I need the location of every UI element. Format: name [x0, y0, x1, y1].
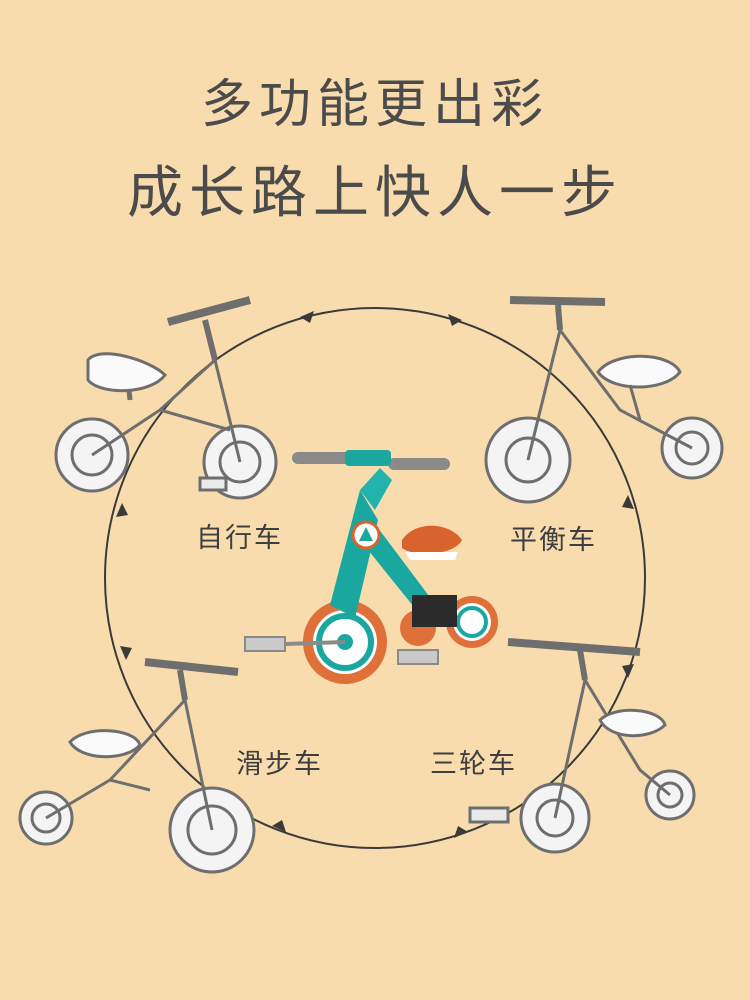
sketch-bike-bicycle	[54, 296, 278, 500]
sketch-bike-tricycle	[468, 638, 696, 854]
sketch-bike-push	[18, 658, 256, 874]
mode-label-balance-bike: 平衡车	[510, 525, 597, 556]
mode-label-tricycle: 三轮车	[430, 749, 517, 780]
center-bike	[244, 450, 498, 684]
headline-line-1: 多功能更出彩	[200, 75, 549, 135]
cycle-circle	[104, 307, 646, 849]
sketch-bike-balance	[484, 296, 724, 504]
headline-line-2: 成长路上快人一步	[127, 161, 623, 226]
mode-label-bicycle: 自行车	[196, 523, 283, 554]
cycle-arrows	[116, 311, 634, 838]
mode-label-push-bike: 滑步车	[236, 749, 323, 780]
